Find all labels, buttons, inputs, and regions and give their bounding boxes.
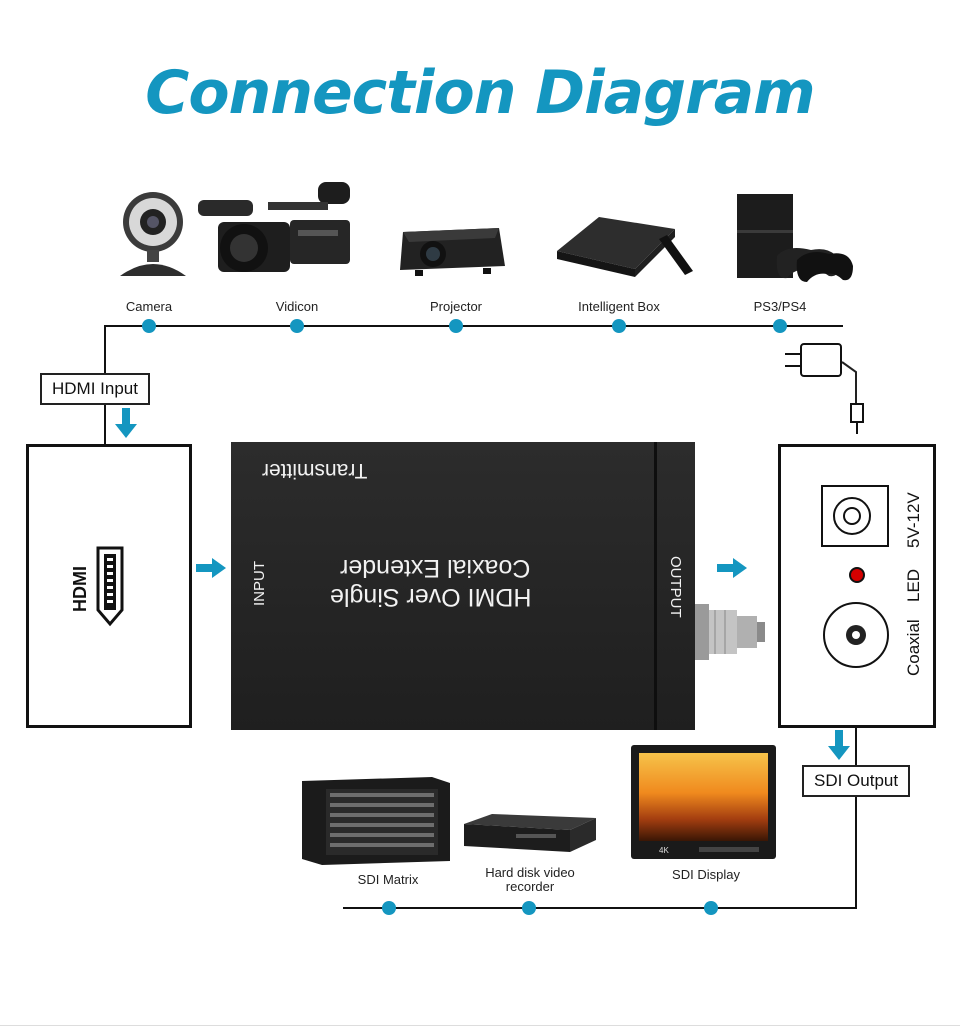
monitor-badge: 4K <box>659 846 669 855</box>
source-label-camera: Camera <box>125 299 173 314</box>
device-model-line2: Coaxial Extender <box>340 554 531 582</box>
down-arrow-icon <box>115 408 137 438</box>
page-bottom-rule <box>0 1025 960 1026</box>
monitor-icon: 4K <box>631 745 776 859</box>
right-arrow-icon <box>717 558 747 578</box>
webcam-icon <box>120 192 186 276</box>
coaxial-label: Coaxial <box>904 619 923 676</box>
destination-connection-dot <box>704 901 718 915</box>
source-label-projector: Projector <box>429 299 483 314</box>
hdmi-port-icon <box>96 546 124 627</box>
bnc-connector-icon <box>695 604 765 660</box>
right-arrow-icon <box>196 558 226 578</box>
source-connection-dot <box>773 319 787 333</box>
down-arrow-icon <box>828 730 850 760</box>
power-adapter-icon <box>785 343 864 434</box>
destination-connection-dot <box>522 901 536 915</box>
device-model-line1: HDMI Over Single <box>330 583 532 611</box>
sdi-matrix-icon <box>302 777 450 865</box>
game-console-icon <box>737 194 853 282</box>
source-label-intelligent-box: Intelligent Box <box>578 299 660 314</box>
destination-label-sdi-matrix: SDI Matrix <box>357 872 419 887</box>
power-voltage-label: 5V-12V <box>904 492 923 548</box>
led-label: LED <box>904 568 923 602</box>
device-seam <box>654 442 657 730</box>
destination-connection-dot <box>382 901 396 915</box>
source-connection-dot <box>449 319 463 333</box>
transmitter-device <box>231 442 695 730</box>
source-connection-dot <box>290 319 304 333</box>
page-title: Connection Diagram <box>145 58 815 128</box>
coaxial-port-icon <box>823 602 889 668</box>
input-port-label: INPUT <box>251 561 268 606</box>
video-recorder-icon <box>464 814 596 852</box>
sdi-output-label: SDI Output <box>802 765 911 797</box>
monitor-screen <box>639 753 768 841</box>
led-indicator-icon <box>849 567 865 583</box>
monitor-buttons <box>699 847 759 852</box>
video-camera-icon <box>198 182 350 272</box>
source-label-vidicon: Vidicon <box>275 299 319 314</box>
hdmi-input-label: HDMI Input <box>40 373 150 405</box>
source-connection-dot <box>612 319 626 333</box>
projector-icon <box>400 228 505 276</box>
power-jack-icon <box>821 485 889 547</box>
destination-label-video-recorder: Hard disk video recorder <box>485 865 575 894</box>
destination-label-sdi-display: SDI Display <box>672 867 740 882</box>
source-label-ps3-ps4: PS3/PS4 <box>753 299 807 314</box>
transmitter-name: Transmitter <box>262 459 368 482</box>
source-connection-dot <box>142 319 156 333</box>
hdmi-port-label: HDMI <box>70 566 90 612</box>
tv-box-icon <box>557 217 693 277</box>
output-port-label: OUTPUT <box>667 556 684 618</box>
